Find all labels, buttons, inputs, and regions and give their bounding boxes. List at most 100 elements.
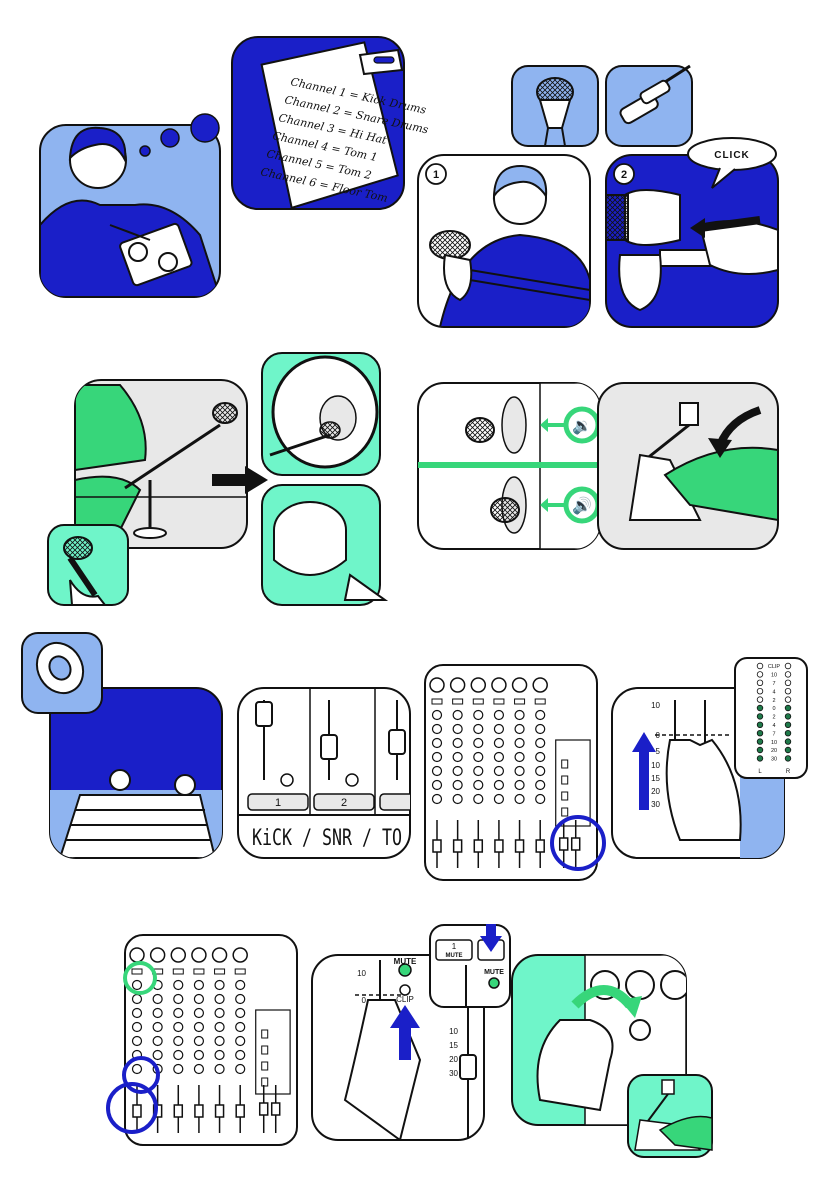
eq-knob [214, 1021, 225, 1033]
mute-button-number: 1 [452, 942, 457, 951]
fader2-scale-0: 0 [362, 996, 367, 1005]
eq-knob [493, 709, 505, 721]
meter-led-left [756, 688, 764, 695]
eq-knob [131, 993, 143, 1005]
fader-cap [494, 839, 504, 853]
click-sound-label: CLICK [714, 150, 750, 161]
eq-knob [452, 779, 463, 791]
fader-cap [173, 1104, 184, 1118]
mute-button-label: MUTE [446, 953, 463, 959]
meter-led-left [756, 755, 764, 762]
meter-led-right [784, 755, 792, 762]
eq-knob [493, 723, 505, 735]
eq-knob [235, 1035, 246, 1047]
eq-knob [131, 979, 143, 991]
eq-knob [452, 737, 463, 749]
meter-led-right [784, 721, 792, 728]
meter-led-right [784, 671, 792, 678]
eq-knob [493, 779, 505, 791]
input-jack [491, 677, 507, 693]
eq-knob [493, 737, 505, 749]
meter-led-left [756, 721, 764, 728]
eq-knob [214, 993, 225, 1005]
tape-label-handwriting: KiCK / SNR / TO [252, 826, 402, 851]
master-button [561, 807, 569, 817]
eq-knob [131, 1021, 143, 1033]
fader-cap [194, 1104, 204, 1118]
fader-scale-10: 10 [651, 701, 660, 710]
fader-cap [535, 839, 545, 853]
eq-knob [452, 751, 463, 763]
panel-kick-drum-with-pedal [261, 484, 389, 606]
eq-knob [131, 1035, 143, 1047]
eq-knob [193, 1063, 205, 1075]
meter-led-right [784, 696, 792, 703]
meter-led-left [756, 746, 764, 754]
fader-scale-0: 0 [656, 731, 661, 740]
highlight-peak-led [122, 1056, 160, 1094]
pad-button [234, 968, 246, 975]
eq-knob [535, 779, 546, 791]
input-jack [149, 947, 166, 963]
input-jack [532, 677, 548, 693]
fader-scale-5: 5 [656, 747, 661, 756]
main-fader-cap [258, 1102, 269, 1116]
pad-button [514, 698, 526, 705]
eq-knob [173, 993, 184, 1005]
panel-person-planning [39, 124, 221, 298]
eq-knob [514, 751, 525, 763]
panel-mic-clip-detail [511, 65, 599, 147]
eq-knob [431, 765, 443, 777]
master-button [261, 1045, 269, 1055]
input-jack [129, 947, 145, 963]
eq-knob [431, 709, 443, 721]
mute-led-label: MUTE [394, 957, 417, 966]
pad-button [131, 968, 143, 975]
panel-mixer-overview-highlight [424, 664, 606, 881]
meter-label: 20 [771, 748, 777, 754]
meter-led-right [784, 679, 792, 686]
eq-knob [514, 779, 525, 791]
eq-knob [173, 979, 184, 991]
meter-label: 4 [772, 689, 775, 695]
fader-scale-30: 30 [651, 800, 660, 809]
eq-knob [214, 1007, 225, 1019]
highlight-channel-fader [106, 1082, 158, 1134]
fader3-scale-10: 10 [449, 1027, 458, 1036]
panel-mic-in-kick-drum [261, 352, 381, 476]
meter-label: 0 [772, 706, 775, 712]
eq-knob [235, 1021, 246, 1033]
eq-knob [514, 793, 525, 805]
master-section [555, 739, 591, 827]
master-button [561, 791, 569, 801]
meter-label: 7 [772, 681, 775, 687]
eq-knob [431, 793, 443, 805]
eq-knob [193, 1035, 205, 1047]
eq-knob [473, 793, 484, 805]
eq-knob [193, 979, 205, 991]
meter-label: CLIP [768, 664, 781, 670]
mute-inset-label: MUTE [484, 969, 504, 976]
meter-led-left [756, 696, 764, 703]
master-button [561, 759, 569, 769]
main-fader-cap [270, 1102, 281, 1116]
eq-knob [473, 723, 484, 735]
fader-cap [214, 1104, 225, 1118]
eq-knob [235, 1007, 246, 1019]
eq-knob [173, 1035, 184, 1047]
pad-button [472, 698, 484, 705]
pad-button [534, 698, 546, 705]
master-section [255, 1009, 291, 1095]
pad-button [193, 968, 205, 975]
speaker-high-icon: 🔊 [572, 496, 592, 515]
eq-knob [452, 765, 463, 777]
eq-knob [452, 723, 463, 735]
eq-knob [214, 1049, 225, 1061]
eq-knob [214, 979, 225, 991]
fader-cap [235, 1104, 245, 1118]
eq-knob [431, 723, 443, 735]
panel-mixer-gain-highlight [106, 934, 298, 1146]
meter-led-left [756, 730, 764, 737]
eq-knob [493, 765, 505, 777]
fader3-scale-20: 20 [449, 1055, 458, 1064]
